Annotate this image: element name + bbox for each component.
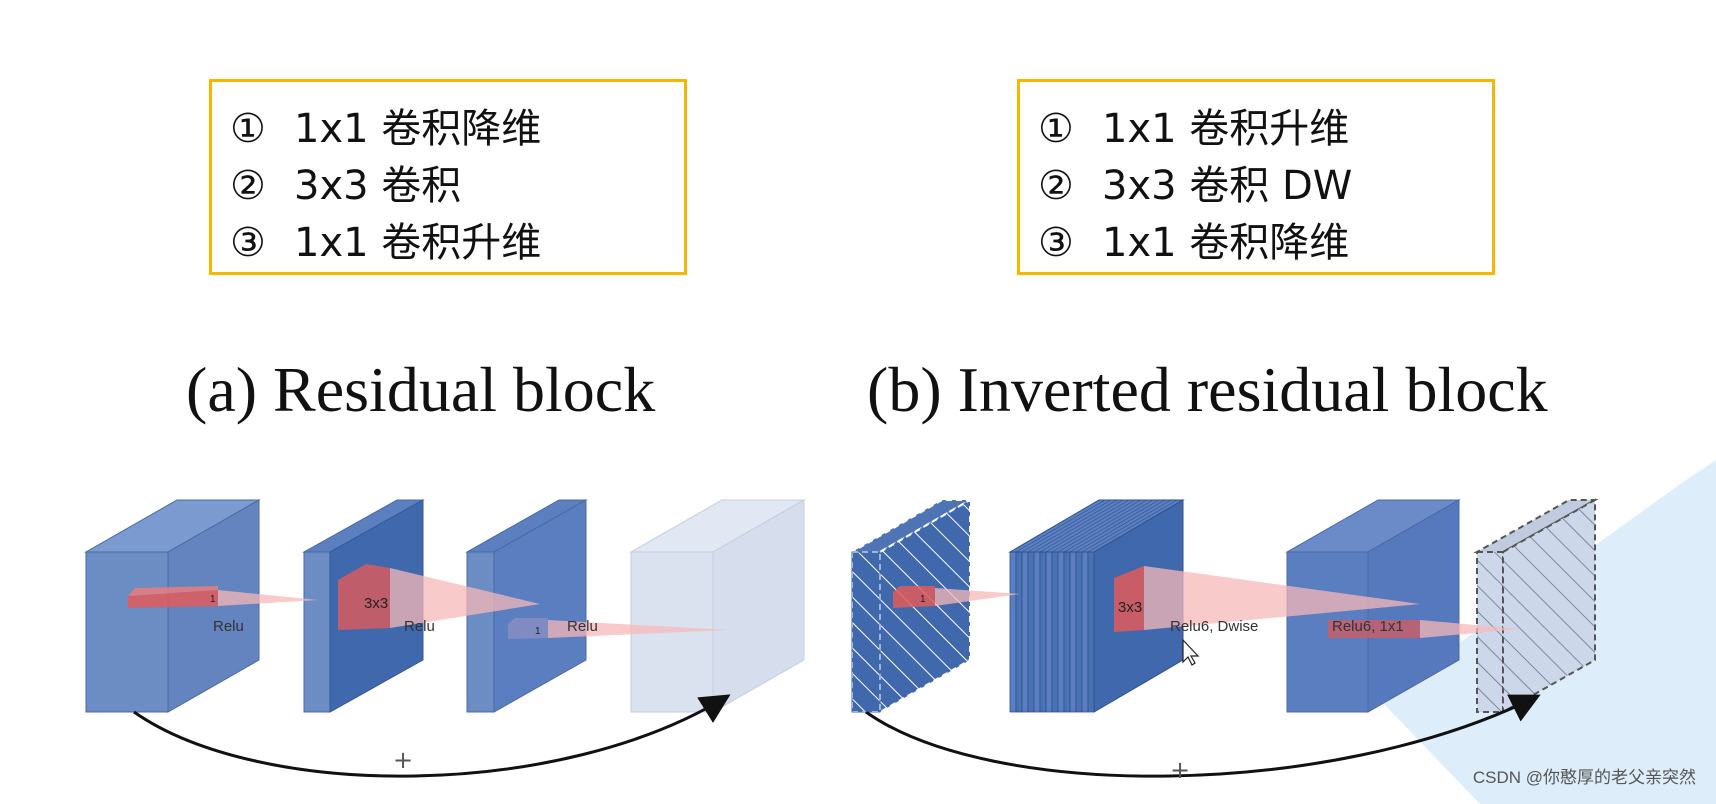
note-text: 1x1 卷积升维 <box>1102 106 1350 152</box>
caption-residual-block: (a) Residual block <box>186 354 656 425</box>
plus-symbol: + <box>1170 756 1190 784</box>
tensor-input-hatched <box>848 498 974 714</box>
channel-edge-line <box>1033 499 1124 553</box>
kernel-1x1-a <box>128 586 218 608</box>
channel-slice <box>1039 551 1047 713</box>
note-number: ③ <box>230 220 266 266</box>
note-line: ③ 1x1 卷积降维 <box>1038 210 1492 267</box>
kernel-cone <box>1420 620 1520 638</box>
skip-connection-arrow <box>133 694 731 778</box>
channel-edge-line <box>1021 499 1112 553</box>
channel-edge-line <box>1081 499 1172 553</box>
note-line: ② 3x3 卷积 DW <box>1038 153 1492 210</box>
activation-label: Relu <box>404 618 435 635</box>
channel-slice <box>1063 551 1071 713</box>
kernel-3x3-dwise <box>1114 566 1144 632</box>
channel-edge-line <box>1075 499 1166 553</box>
note-text: 3x3 卷积 <box>294 163 462 209</box>
note-box-inverted-residual: ① 1x1 卷积升维 ② 3x3 卷积 DW ③ 1x1 卷积降维 <box>1017 79 1495 275</box>
kernel-label: 3x3 <box>364 595 388 612</box>
note-line: ② 3x3 卷积 <box>230 153 684 210</box>
note-box-residual: ① 1x1 卷积降维 ② 3x3 卷积 ③ 1x1 卷积升维 <box>209 79 687 275</box>
activation-label: Relu <box>213 618 244 635</box>
note-number: ① <box>230 106 266 152</box>
tensor-reduced-2 <box>465 499 588 713</box>
note-line: ① 1x1 卷积降维 <box>230 96 684 153</box>
note-text: 3x3 卷积 DW <box>1102 163 1353 209</box>
channel-edge-line <box>1015 499 1106 553</box>
kernel-label: 1 <box>920 594 926 605</box>
activation-label: Relu6, Dwise <box>1170 618 1258 635</box>
note-line: ① 1x1 卷积升维 <box>1038 96 1492 153</box>
kernel-label: 1 <box>210 594 216 605</box>
kernel-1x1-projection <box>1328 620 1420 638</box>
channel-slice <box>1033 551 1041 713</box>
note-number: ② <box>230 163 266 209</box>
channel-slice <box>1069 551 1077 713</box>
channel-edge-line <box>1039 499 1130 553</box>
channel-slice <box>1087 551 1095 713</box>
tensor-output-hatched <box>1473 498 1599 714</box>
kernel-cone <box>548 620 728 638</box>
kernel-3x3-a <box>338 564 390 630</box>
channel-slice <box>1051 551 1059 713</box>
channel-edge-line <box>1063 499 1154 553</box>
note-number: ① <box>1038 106 1074 152</box>
channel-slice <box>1015 551 1023 713</box>
activation-label: Relu <box>567 618 598 635</box>
mouse-cursor-icon <box>1182 638 1200 666</box>
note-number: ② <box>1038 163 1074 209</box>
kernel-label: 3x3 <box>1118 599 1142 616</box>
channel-edge-line <box>1045 499 1136 553</box>
caption-inverted-residual-block: (b) Inverted residual block <box>867 354 1548 425</box>
channel-slice <box>1045 551 1053 713</box>
note-text: 1x1 卷积降维 <box>294 106 542 152</box>
note-text: 1x1 卷积降维 <box>1102 220 1350 266</box>
residual-diagram: 1 Relu 3x3 Relu 1 Relu + <box>84 499 806 778</box>
skip-connection-arrow <box>865 694 1541 778</box>
watermark: CSDN @你憨厚的老父亲突然 <box>1472 768 1696 787</box>
channel-edge-line <box>1069 499 1160 553</box>
kernel-cone <box>1144 566 1420 630</box>
kernel-1x1-b <box>508 618 548 639</box>
inverted-residual-diagram: 1 3x3 Relu6, Dwise Relu6, 1x1 + <box>848 498 1599 784</box>
note-line: ③ 1x1 卷积升维 <box>230 210 684 267</box>
note-text: 1x1 卷积升维 <box>294 220 542 266</box>
kernel-1x1-c <box>893 586 935 608</box>
kernel-label: 1 <box>535 626 541 637</box>
channel-edge-line <box>1027 499 1118 553</box>
channel-slice <box>1057 551 1065 713</box>
kernel-cone <box>390 568 540 628</box>
kernel-cone <box>935 588 1020 606</box>
channel-slice <box>1027 551 1035 713</box>
channel-slice <box>1081 551 1089 713</box>
channel-slice <box>1009 551 1017 713</box>
channel-edge-line <box>1087 499 1178 553</box>
channel-edge-line <box>1057 499 1148 553</box>
kernel-cone <box>218 590 318 606</box>
tensor-output-faded <box>629 499 806 713</box>
activation-label: Relu6, 1x1 <box>1332 618 1404 635</box>
note-number: ③ <box>1038 220 1074 266</box>
channel-slice <box>1021 551 1029 713</box>
channel-slice <box>1075 551 1083 713</box>
plus-symbol: + <box>393 746 413 774</box>
channel-edge-line <box>1051 499 1142 553</box>
